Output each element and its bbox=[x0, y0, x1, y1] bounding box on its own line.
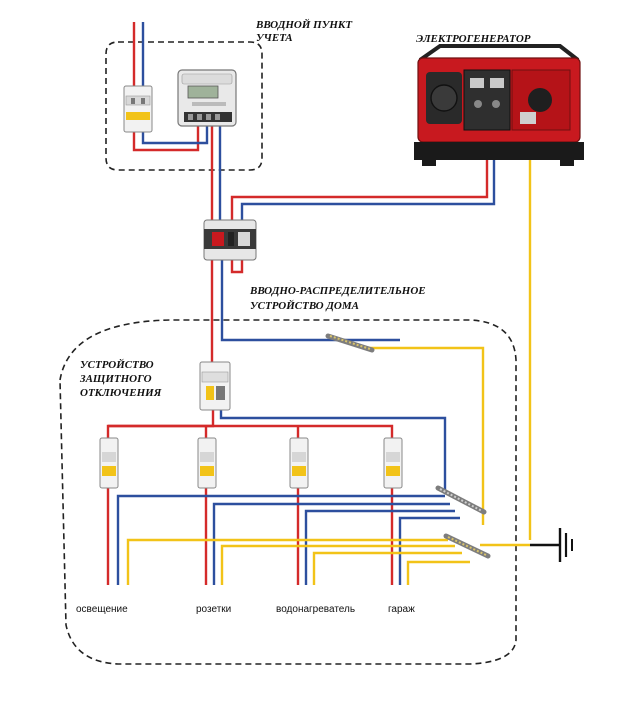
distribution-device-label-line1: ВВОДНО-РАСПРЕДЕЛИТЕЛЬНОЕ bbox=[249, 285, 426, 297]
circuit-label-garage: гараж bbox=[388, 604, 415, 615]
neutral-busbar-icon bbox=[435, 485, 487, 515]
metering-point-label-line1: ВВОДНОЙ ПУНКТ bbox=[255, 19, 353, 31]
metering-point-enclosure bbox=[105, 41, 263, 171]
breaker-icon bbox=[123, 85, 153, 133]
sockets-ground bbox=[220, 544, 455, 585]
rcd-label-line3: ОТКЛЮЧЕНИЯ bbox=[80, 387, 162, 399]
changeover-switch-icon bbox=[203, 219, 257, 261]
distribution-device-label-line2: УСТРОЙСТВО ДОМА bbox=[250, 300, 359, 312]
rcd-to-neutral-bus bbox=[219, 410, 447, 490]
breaker-heater-icon bbox=[289, 437, 309, 489]
circuit-label-lighting: освещение bbox=[76, 604, 128, 615]
generator-icon bbox=[414, 44, 584, 166]
breaker-sockets-icon bbox=[197, 437, 217, 489]
circuit-label-heater: водонагреватель bbox=[276, 604, 355, 615]
breaker-to-meter-neutral bbox=[141, 122, 209, 145]
lighting-ground bbox=[126, 538, 448, 585]
sockets-neutral bbox=[212, 502, 450, 585]
heater-ground bbox=[312, 551, 462, 585]
rcd-label-line1: УСТРОЙСТВО bbox=[80, 359, 154, 371]
heater-neutral bbox=[304, 509, 455, 585]
busbar-icon bbox=[325, 333, 375, 353]
rcd-label-line2: ЗАЩИТНОГО bbox=[79, 373, 152, 385]
generator-to-switch-neutral bbox=[240, 160, 496, 222]
generator-to-switch-phase bbox=[230, 160, 489, 222]
metering-point-label-line2: УЧЕТА bbox=[256, 32, 293, 44]
generator-label: ЭЛЕКТРОГЕНЕРАТОР bbox=[416, 33, 531, 45]
switch-bridge-red bbox=[230, 258, 244, 274]
house-enclosure bbox=[59, 319, 517, 665]
breaker-garage-icon bbox=[383, 437, 403, 489]
garage-neutral bbox=[398, 516, 460, 585]
circuit-label-sockets: розетки bbox=[196, 604, 231, 615]
garage-ground bbox=[406, 560, 470, 585]
breaker-to-meter-phase bbox=[132, 122, 200, 152]
meter-icon bbox=[177, 69, 237, 127]
breaker-lighting-icon bbox=[99, 437, 119, 489]
switch-neutral-loop bbox=[220, 258, 400, 342]
ground-symbol-icon bbox=[558, 528, 573, 562]
rcd-phase-bus bbox=[108, 424, 394, 440]
lighting-neutral bbox=[116, 494, 445, 585]
rcd-icon bbox=[199, 361, 231, 411]
ground-busbar-icon bbox=[443, 533, 491, 559]
